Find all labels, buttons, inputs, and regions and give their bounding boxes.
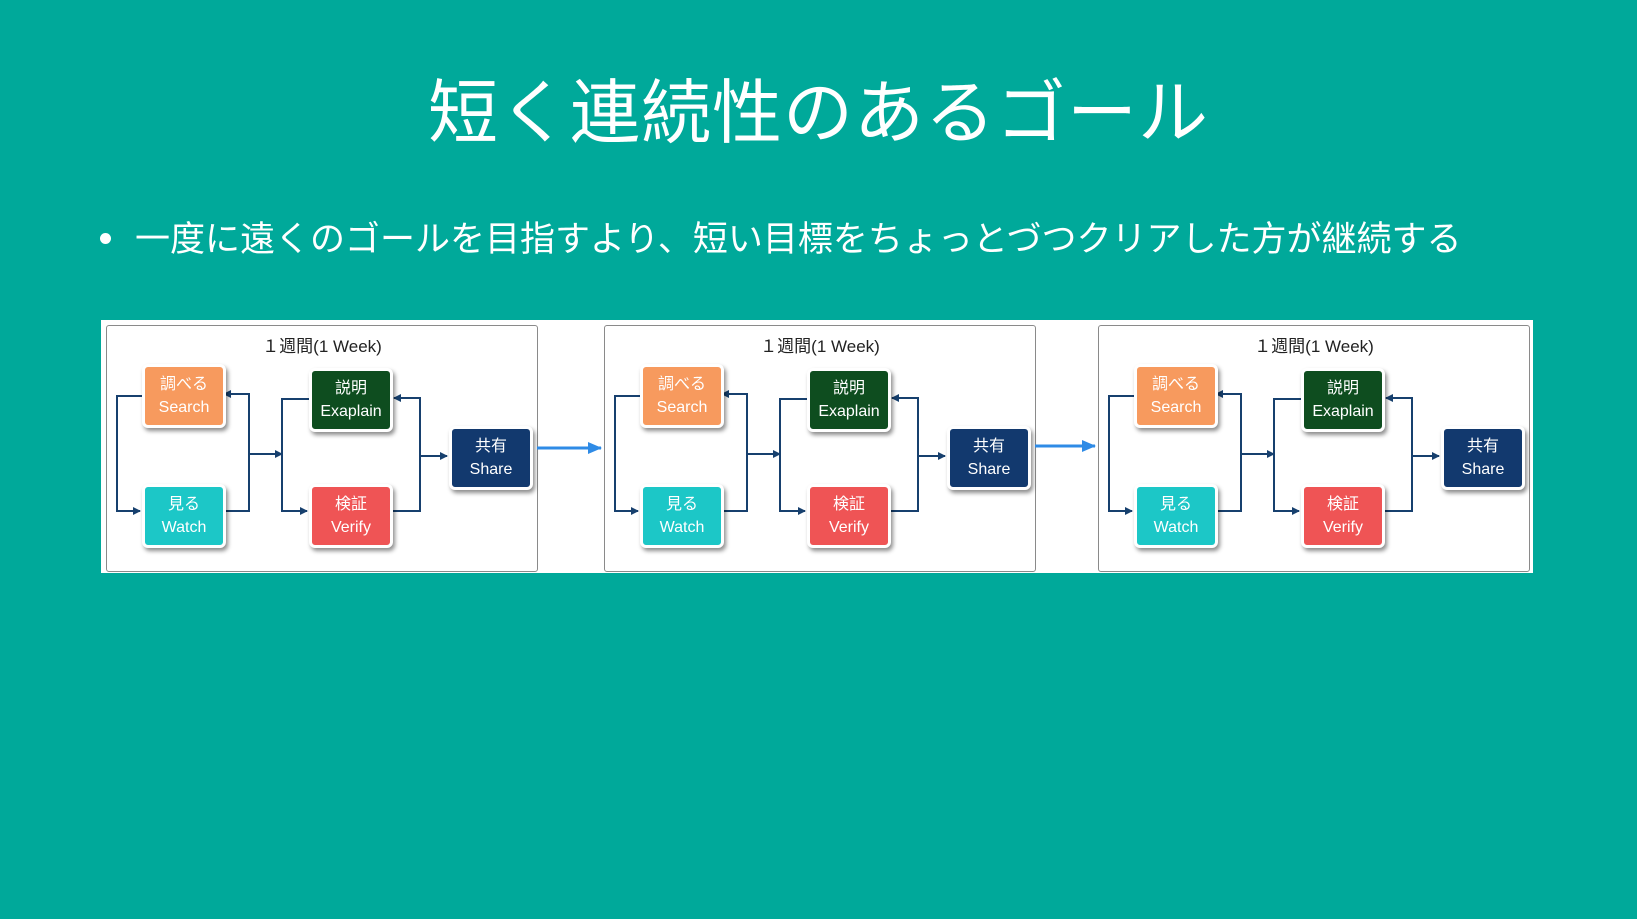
week-connectors [1108,390,1440,515]
week-connectors [614,390,946,515]
search-node: 調べる Search [142,364,226,428]
explain-node-en: Exaplain [320,403,382,420]
explain-node-en: Exaplain [1312,403,1374,420]
watch-node-en: Watch [1153,519,1199,536]
watch-node: 見る Watch [1134,484,1218,548]
search-node-en: Search [1150,399,1202,416]
watch-node-en: Watch [161,519,207,536]
share-node: 共有 Share [947,426,1031,490]
search-node-jp: 調べる [657,376,706,393]
search-node-jp: 調べる [1151,376,1200,393]
verify-node-jp: 検証 [334,496,367,513]
verify-node: 検証 Verify [807,484,891,548]
bullet-dot [100,232,111,244]
slide-title: 短く連続性のあるゴール [428,72,1209,154]
share-node-en: Share [469,461,513,478]
share-node-jp: 共有 [972,438,1005,455]
explain-node: 説明 Exaplain [309,368,393,432]
share-node-jp: 共有 [1466,438,1499,455]
week-box-2: １週間(1 Week) 調べる Search 見る Watch [604,325,1036,572]
bullet-text: 一度に遠くのゴールを目指すより、短い目標をちょっとづつクリアした方が継続する [135,220,1462,260]
watch-node-jp: 見る [1159,496,1192,513]
watch-node-jp: 見る [167,496,200,513]
weekly-cycle-diagram: １週間(1 Week) 調べる Search 見る Watch [101,320,1533,573]
week-connectors [116,390,448,515]
search-node-en: Search [656,399,708,416]
week-flow-arrows [537,440,1096,454]
share-node-en: Share [967,461,1011,478]
bullet-item: 一度に遠くのゴールを目指すより、短い目標をちょっとづつクリアした方が継続する [100,215,1600,265]
verify-node: 検証 Verify [1301,484,1385,548]
search-node-en: Search [158,399,210,416]
search-node: 調べる Search [640,364,724,428]
watch-node-en: Watch [659,519,705,536]
week-label: １週間(1 Week) [760,337,880,356]
verify-node-jp: 検証 [1326,496,1359,513]
share-node-en: Share [1461,461,1505,478]
explain-node: 説明 Exaplain [807,368,891,432]
explain-node-en: Exaplain [818,403,880,420]
explain-node-jp: 説明 [832,380,865,397]
share-node: 共有 Share [449,426,533,490]
week-box-1: １週間(1 Week) 調べる Search 見る Watch [106,325,538,572]
week-label: １週間(1 Week) [1254,337,1374,356]
explain-node-jp: 説明 [334,380,367,397]
explain-node-jp: 説明 [1326,380,1359,397]
watch-node: 見る Watch [640,484,724,548]
verify-node-en: Verify [330,519,371,536]
search-node: 調べる Search [1134,364,1218,428]
week-box-3: １週間(1 Week) 調べる Search 見る Watch [1098,325,1530,572]
search-node-jp: 調べる [159,376,208,393]
verify-node-en: Verify [828,519,869,536]
explain-node: 説明 Exaplain [1301,368,1385,432]
week-label: １週間(1 Week) [262,337,382,356]
watch-node: 見る Watch [142,484,226,548]
verify-node-jp: 検証 [832,496,865,513]
verify-node: 検証 Verify [309,484,393,548]
share-node: 共有 Share [1441,426,1525,490]
watch-node-jp: 見る [665,496,698,513]
verify-node-en: Verify [1322,519,1363,536]
share-node-jp: 共有 [474,438,507,455]
